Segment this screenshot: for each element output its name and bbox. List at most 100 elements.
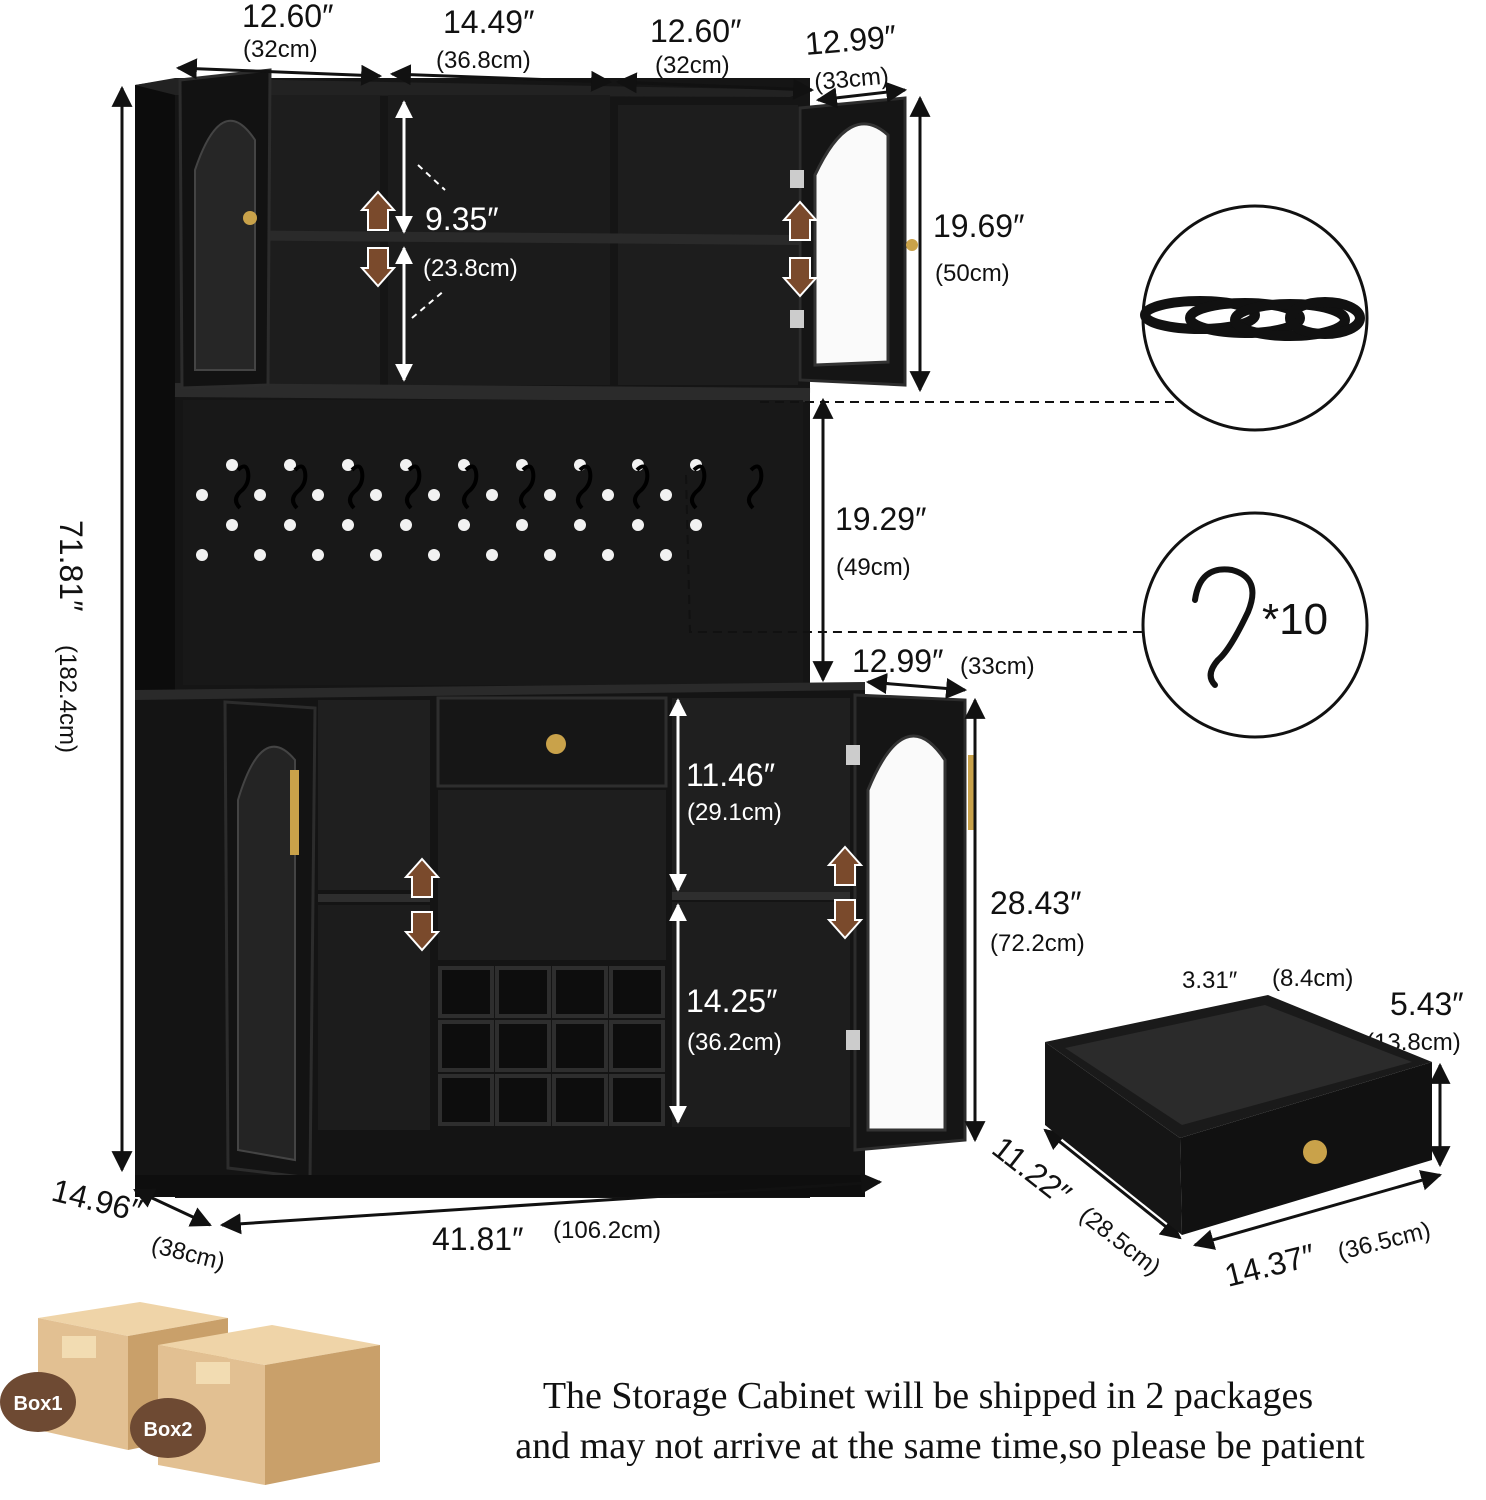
peg-hole xyxy=(602,549,614,561)
wine-rack-cell xyxy=(609,966,665,1018)
peg-hole xyxy=(660,489,672,501)
wine-rack-cell xyxy=(552,966,608,1018)
lower-left-door xyxy=(223,700,317,1180)
peg-hole xyxy=(370,549,382,561)
dim-upper-height-cm: (50cm) xyxy=(935,260,1010,287)
wine-rack-cell xyxy=(438,966,494,1018)
peg-hole xyxy=(428,489,440,501)
dim-total-height-cm: (182.4cm) xyxy=(54,645,81,753)
peg-hole xyxy=(400,519,412,531)
dim-upper-shelf-in: 9.35″ xyxy=(425,201,499,237)
dim-drawer-inner-cm: (8.4cm) xyxy=(1272,965,1353,992)
peg-hole xyxy=(544,489,556,501)
dim-top-center-cm: (36.8cm) xyxy=(436,47,531,74)
dim-lower-door-cm: (33cm) xyxy=(960,653,1035,680)
dim-top-right-cm: (32cm) xyxy=(655,52,730,79)
shipping-boxes: Box1 Box2 xyxy=(0,1302,380,1485)
dim-drawer-inner-in: 3.31″ xyxy=(1182,967,1238,994)
peg-hole xyxy=(226,459,238,471)
peg-hole xyxy=(312,549,324,561)
wine-rack xyxy=(438,966,665,1126)
dim-drawer-width-in: 14.37″ xyxy=(1221,1237,1318,1294)
dim-lower-height-in: 28.43″ xyxy=(990,885,1081,921)
peg-hole xyxy=(458,519,470,531)
peg-hole xyxy=(632,519,644,531)
peg-hole xyxy=(486,489,498,501)
wine-rack-cell xyxy=(438,1074,494,1126)
dim-drawer-comp-cm: (29.1cm) xyxy=(687,799,782,826)
dim-lower-door-in: 12.99″ xyxy=(852,643,943,679)
dim-drawer-width-cm: (36.5cm) xyxy=(1335,1217,1433,1266)
wine-rack-cell xyxy=(495,966,551,1018)
wine-rack-cell xyxy=(495,1020,551,1072)
peg-hole xyxy=(544,549,556,561)
dim-upper-height-in: 19.69″ xyxy=(933,208,1024,244)
dim-drawer-comp-in: 11.46″ xyxy=(686,757,775,793)
hooks-callout: *10 xyxy=(1141,511,1369,739)
peg-hole xyxy=(254,549,266,561)
s-hook-icon xyxy=(405,464,422,510)
s-hook-icon xyxy=(1192,566,1256,688)
upper-left-door xyxy=(178,68,272,390)
peg-hole xyxy=(342,459,354,471)
shipping-note-line1: The Storage Cabinet will be shipped in 2… xyxy=(543,1375,1313,1417)
dim-drawer-depth-in: 11.22″ xyxy=(986,1129,1078,1212)
dim-top-door-in: 12.99″ xyxy=(803,18,897,62)
wine-rack-cell xyxy=(438,1020,494,1072)
wine-rack-cell xyxy=(609,1074,665,1126)
pegboard xyxy=(183,400,803,685)
dim-top-center-in: 14.49″ xyxy=(443,4,534,40)
s-hook-icon xyxy=(576,464,593,510)
box1-label: Box1 xyxy=(14,1393,63,1415)
peg-hole xyxy=(370,489,382,501)
s-hook-icon xyxy=(747,464,764,510)
peg-hole xyxy=(342,519,354,531)
dim-top-left-in: 12.60″ xyxy=(242,0,333,34)
peg-hole xyxy=(196,549,208,561)
peg-hole xyxy=(690,519,702,531)
led-strip-callout xyxy=(1140,204,1369,432)
dim-top-door-cm: (33cm) xyxy=(813,63,890,96)
peg-hole xyxy=(312,489,324,501)
dim-total-height-in: 71.81″ xyxy=(53,520,89,611)
upper-right-door xyxy=(790,96,918,387)
peg-hole xyxy=(660,549,672,561)
s-hook-icon xyxy=(291,464,308,510)
peg-hole xyxy=(428,549,440,561)
shipping-note-line2: and may not arrive at the same time,so p… xyxy=(515,1425,1365,1467)
peg-hole xyxy=(574,519,586,531)
box2-label: Box2 xyxy=(144,1419,193,1441)
cabinet xyxy=(135,68,974,1198)
knob-icon xyxy=(243,211,257,225)
dim-middle-height-in: 19.29″ xyxy=(835,501,926,537)
dim-top-left-cm: (32cm) xyxy=(243,36,318,63)
peg-hole xyxy=(196,489,208,501)
dim-total-width-in: 41.81″ xyxy=(432,1221,523,1257)
dim-depth-cm: (38cm) xyxy=(149,1232,228,1276)
peg-hole xyxy=(284,459,296,471)
led-strip-icon xyxy=(1140,296,1365,341)
s-hook-icon xyxy=(234,464,251,510)
center-drawer xyxy=(436,696,668,788)
wine-rack-cell xyxy=(495,1074,551,1126)
drawer-illustration xyxy=(1045,995,1432,1235)
dim-upper-shelf-cm: (23.8cm) xyxy=(423,255,518,282)
s-hook-icon xyxy=(633,464,650,510)
peg-hole xyxy=(254,489,266,501)
s-hook-icon xyxy=(690,464,707,510)
dim-depth-in: 14.96″ xyxy=(48,1172,145,1229)
dim-drawer-height-in: 5.43″ xyxy=(1390,986,1464,1022)
wine-rack-cell xyxy=(552,1074,608,1126)
hooks-count: *10 xyxy=(1262,595,1328,644)
peg-hole xyxy=(284,519,296,531)
s-hook-icon xyxy=(519,464,536,510)
wine-rack-cell xyxy=(552,1020,608,1072)
s-hook-icon xyxy=(462,464,479,510)
peg-hole xyxy=(602,489,614,501)
peg-hole xyxy=(486,549,498,561)
dim-total-width-cm: (106.2cm) xyxy=(553,1217,661,1244)
dim-lower-comp-in: 14.25″ xyxy=(686,983,777,1019)
dim-lower-comp-cm: (36.2cm) xyxy=(687,1029,782,1056)
dim-lower-height-cm: (72.2cm) xyxy=(990,930,1085,957)
